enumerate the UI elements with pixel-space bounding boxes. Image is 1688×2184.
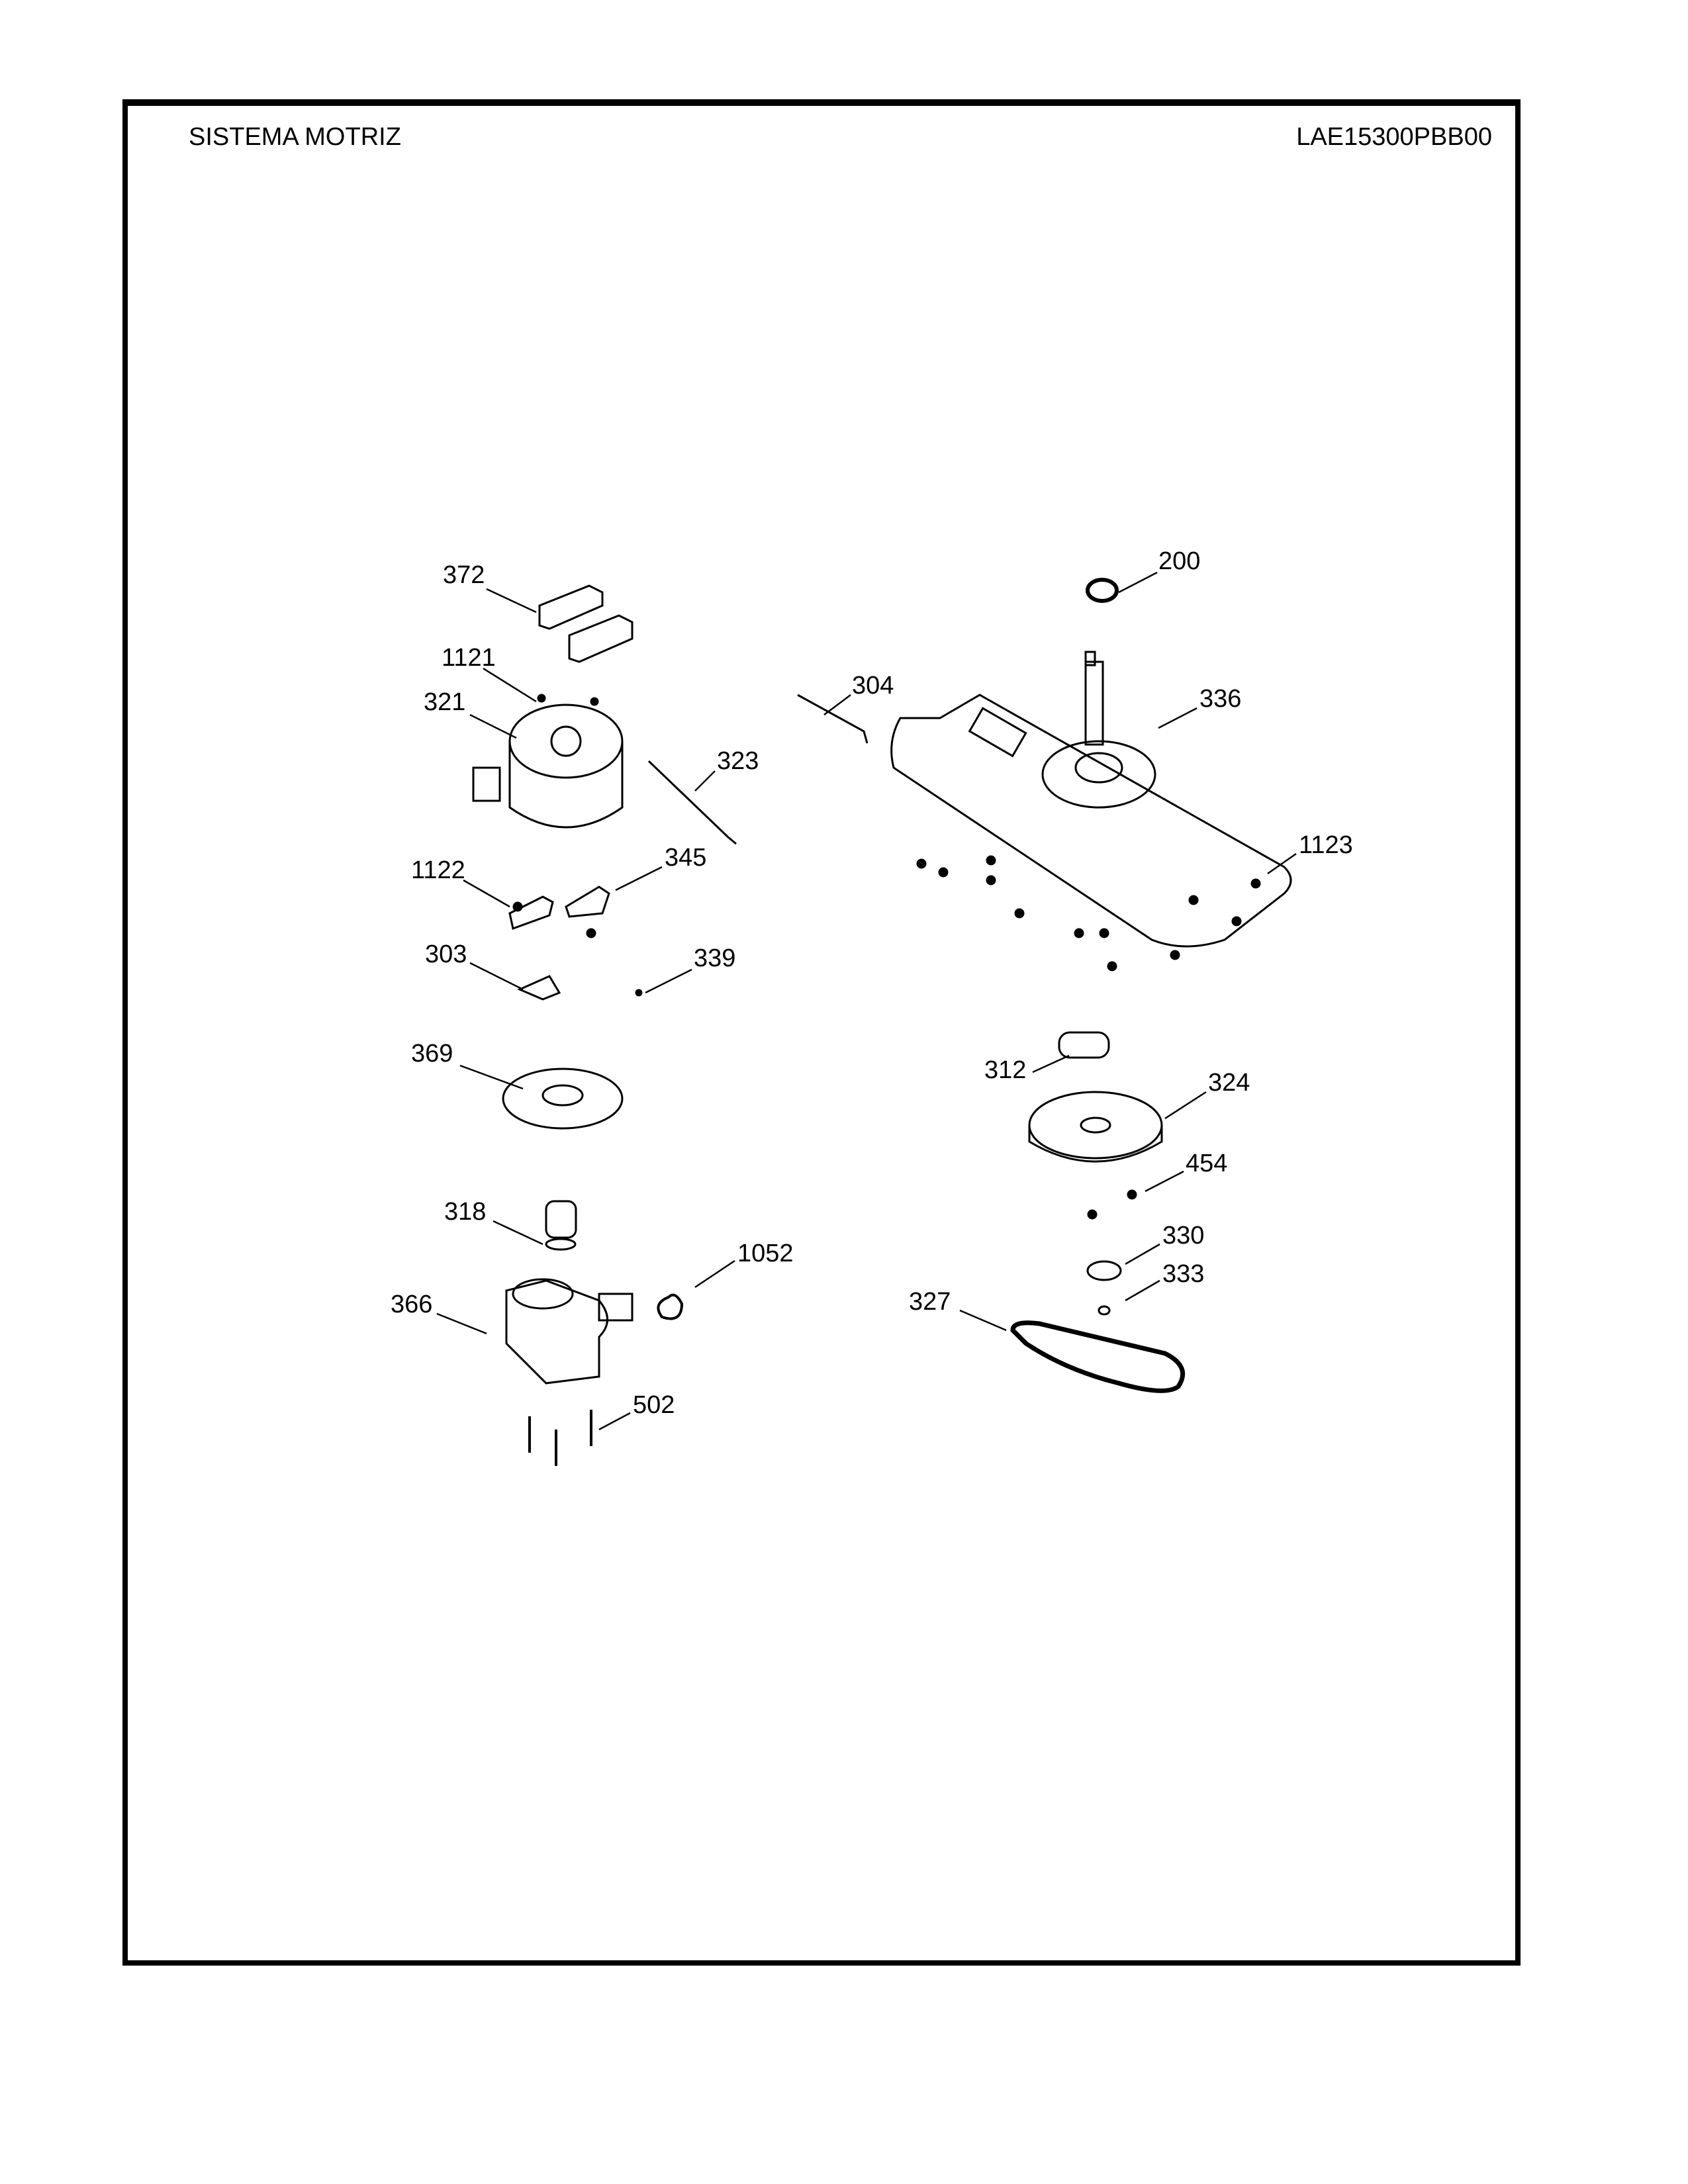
- model-number: LAE15300PBB00: [1296, 123, 1492, 151]
- page-border: [122, 99, 1521, 1966]
- capacitor-part: [1058, 1031, 1110, 1059]
- callout-369: 369: [411, 1040, 453, 1068]
- callout-336: 336: [1199, 685, 1242, 713]
- callout-454: 454: [1186, 1150, 1228, 1177]
- callout-304: 304: [852, 672, 894, 700]
- leader-lines: [436, 571, 1297, 1431]
- pump-part: [505, 1200, 633, 1385]
- diagram-title: SISTEMA MOTRIZ: [189, 123, 401, 151]
- callout-318: 318: [444, 1198, 487, 1226]
- callout-312: 312: [984, 1056, 1027, 1084]
- motor-part: [472, 704, 624, 829]
- callout-1123: 1123: [1299, 831, 1353, 859]
- callout-321: 321: [424, 688, 466, 716]
- callout-333: 333: [1162, 1260, 1205, 1288]
- callout-372: 372: [443, 561, 485, 589]
- belt-part: [1010, 1320, 1186, 1393]
- callout-323: 323: [717, 747, 759, 775]
- callout-327: 327: [909, 1288, 951, 1316]
- callout-200: 200: [1158, 547, 1201, 575]
- callout-345: 345: [665, 844, 707, 872]
- callout-339: 339: [694, 944, 736, 972]
- seal-part: [1086, 578, 1119, 603]
- callout-366: 366: [391, 1291, 433, 1318]
- base-plate-part: [890, 651, 1292, 948]
- callout-1122: 1122: [411, 856, 465, 884]
- motor-mount-part: [538, 584, 633, 663]
- callout-324: 324: [1208, 1069, 1250, 1097]
- fan-part: [502, 1068, 624, 1130]
- callout-330: 330: [1162, 1222, 1205, 1250]
- callout-1121: 1121: [442, 644, 496, 672]
- callout-303: 303: [425, 940, 467, 968]
- pulley-part: [1028, 1091, 1163, 1163]
- callout-1052: 1052: [737, 1240, 794, 1267]
- screws: [512, 855, 1261, 1220]
- callout-502: 502: [633, 1391, 675, 1419]
